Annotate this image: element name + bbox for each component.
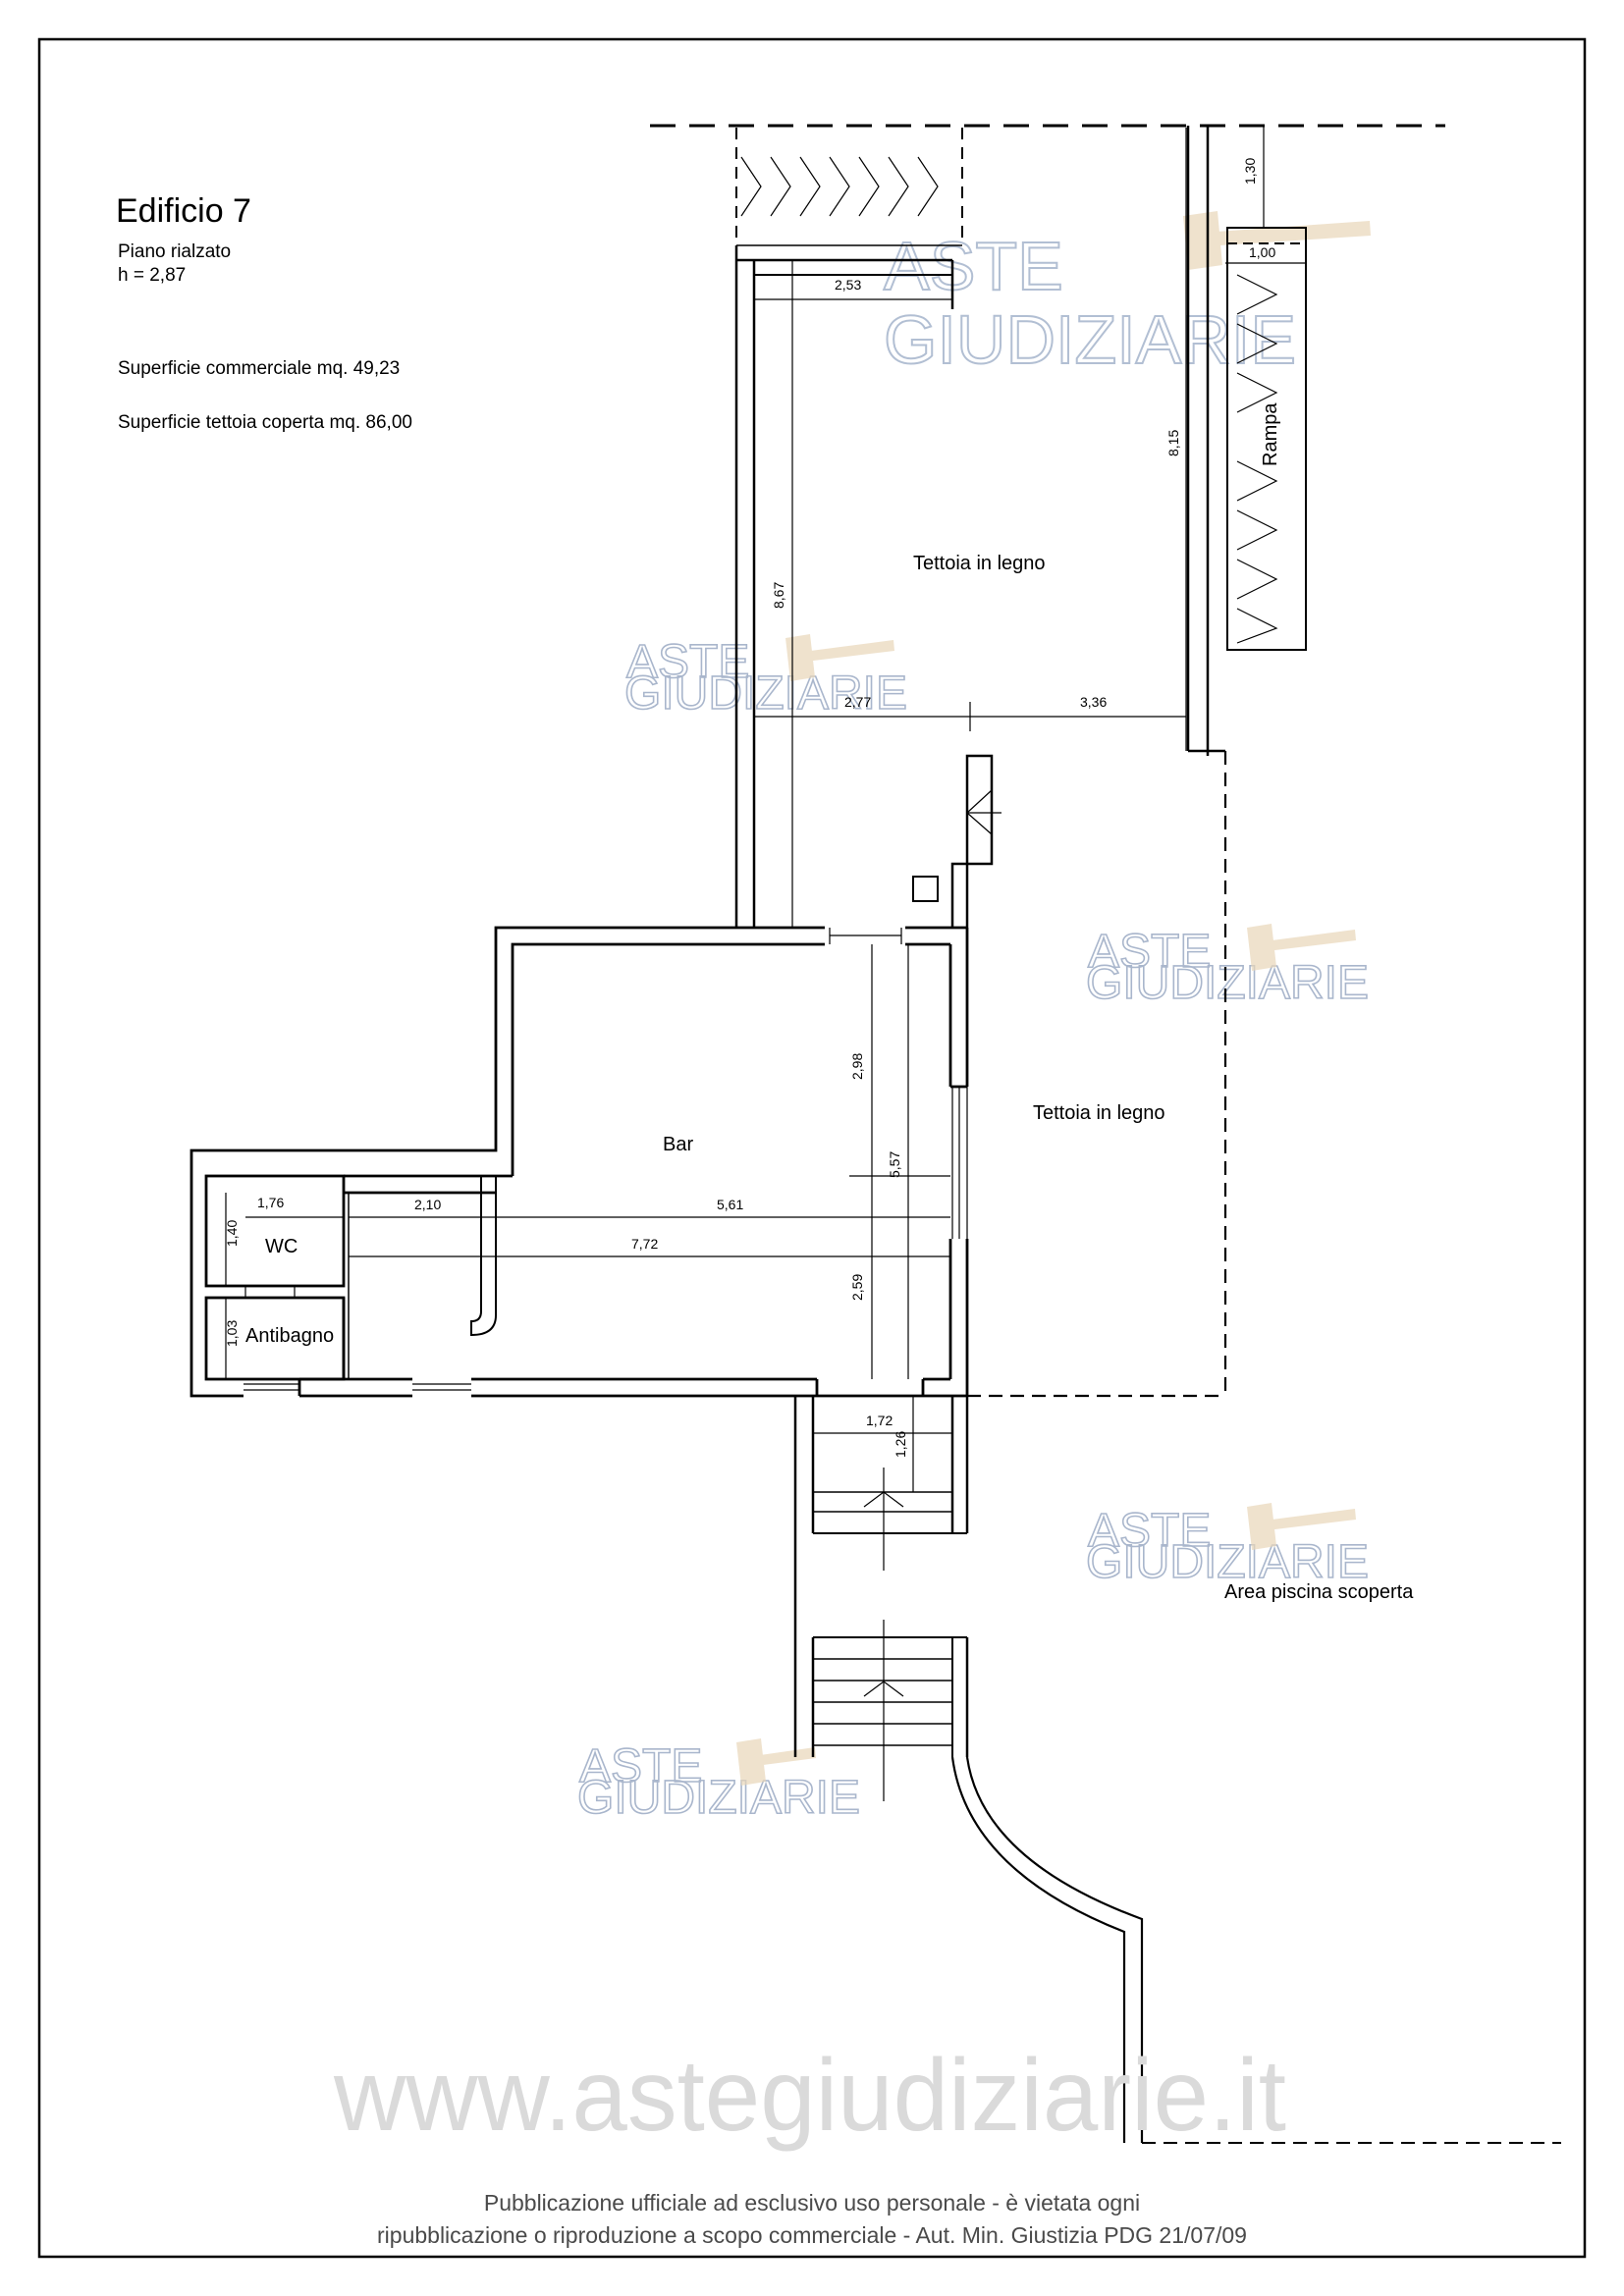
page-border xyxy=(37,37,1587,2259)
gavel-icon xyxy=(785,634,894,681)
height-label: h = 2,87 xyxy=(118,265,186,286)
footer-line-2: ripubblicazione o riproduzione a scopo c… xyxy=(377,2222,1247,2248)
watermark-aste-lower-right: ASTE GIUDIZIARIE xyxy=(1085,1503,1370,1589)
watermark-word: ASTE xyxy=(1088,926,1211,978)
dim-label: 8,15 xyxy=(1165,430,1181,456)
dim-label: 1,40 xyxy=(224,1220,240,1247)
room-label-antibagno: Antibagno xyxy=(245,1325,334,1347)
watermark-aste-top: ASTE GIUDIZIARIE xyxy=(883,211,1371,379)
bar-block-walls xyxy=(189,926,969,1398)
dim-label: 1,26 xyxy=(893,1431,908,1458)
dim-label: 1,00 xyxy=(1249,244,1275,260)
watermark-word: ASTE xyxy=(1088,1505,1211,1557)
dim-label: 3,36 xyxy=(1080,694,1107,710)
watermark-aste-lower-left: ASTE GIUDIZIARIE xyxy=(576,1738,861,1825)
commercial-area-label: Superficie commerciale mq. 49,23 xyxy=(118,358,400,379)
dim-label: 2,77 xyxy=(844,694,871,710)
dim-label: 5,57 xyxy=(887,1151,902,1178)
room-label-ramp: Rampa xyxy=(1260,402,1281,466)
watermark-word: GIUDIZIARIE xyxy=(577,1772,860,1824)
dim-label: 8,67 xyxy=(771,582,786,609)
watermark-word: ASTE xyxy=(579,1740,702,1792)
dim-label: 1,76 xyxy=(257,1195,284,1210)
floor-label: Piano rialzato xyxy=(118,241,231,262)
canopy-area-label: Superficie tettoia coperta mq. 86,00 xyxy=(118,412,412,433)
watermark-word: GIUDIZIARIE xyxy=(884,301,1296,378)
footer-line-1: Pubblicazione ufficiale ad esclusivo uso… xyxy=(484,2190,1140,2216)
dim-label: 2,59 xyxy=(849,1274,865,1301)
dim-label: 7,72 xyxy=(631,1236,658,1252)
room-label-wc: WC xyxy=(265,1236,298,1257)
watermark-word: ASTE xyxy=(626,636,749,688)
watermark-aste-mid-right: ASTE GIUDIZIARIE xyxy=(1085,924,1370,1010)
watermark-aste-mid-left: ASTE GIUDIZIARIE xyxy=(623,634,908,721)
watermark-word: GIUDIZIARIE xyxy=(1086,957,1369,1009)
gavel-icon xyxy=(1247,924,1356,971)
watermark-word: GIUDIZIARIE xyxy=(624,667,907,720)
room-label-bar: Bar xyxy=(663,1134,693,1155)
upper-canopy-structure xyxy=(650,124,1445,928)
building-title: Edificio 7 xyxy=(116,192,251,230)
dim-label: 2,53 xyxy=(835,277,861,293)
right-canopy-outline xyxy=(912,751,1227,1398)
dim-label: 1,72 xyxy=(866,1413,893,1428)
gavel-icon xyxy=(1183,211,1371,270)
gavel-icon xyxy=(1247,1503,1356,1550)
dim-label: 2,10 xyxy=(414,1197,441,1212)
dim-label: 1,03 xyxy=(224,1320,240,1347)
dimension-lines xyxy=(225,128,1187,1492)
watermark-word: GIUDIZIARIE xyxy=(1086,1536,1369,1588)
stairs xyxy=(793,1396,1561,2144)
dim-label: 1,30 xyxy=(1242,158,1258,185)
room-label-canopy-top: Tettoia in legno xyxy=(913,553,1046,574)
dim-label: 2,98 xyxy=(849,1053,865,1080)
watermark-word: ASTE xyxy=(884,228,1063,304)
room-label-canopy-right: Tettoia in legno xyxy=(1033,1102,1165,1124)
area-label-pool: Area piscina scoperta xyxy=(1224,1581,1414,1603)
watermark-website: www.astegiudiziarie.it xyxy=(333,2039,1286,2153)
dim-label: 5,61 xyxy=(717,1197,743,1212)
